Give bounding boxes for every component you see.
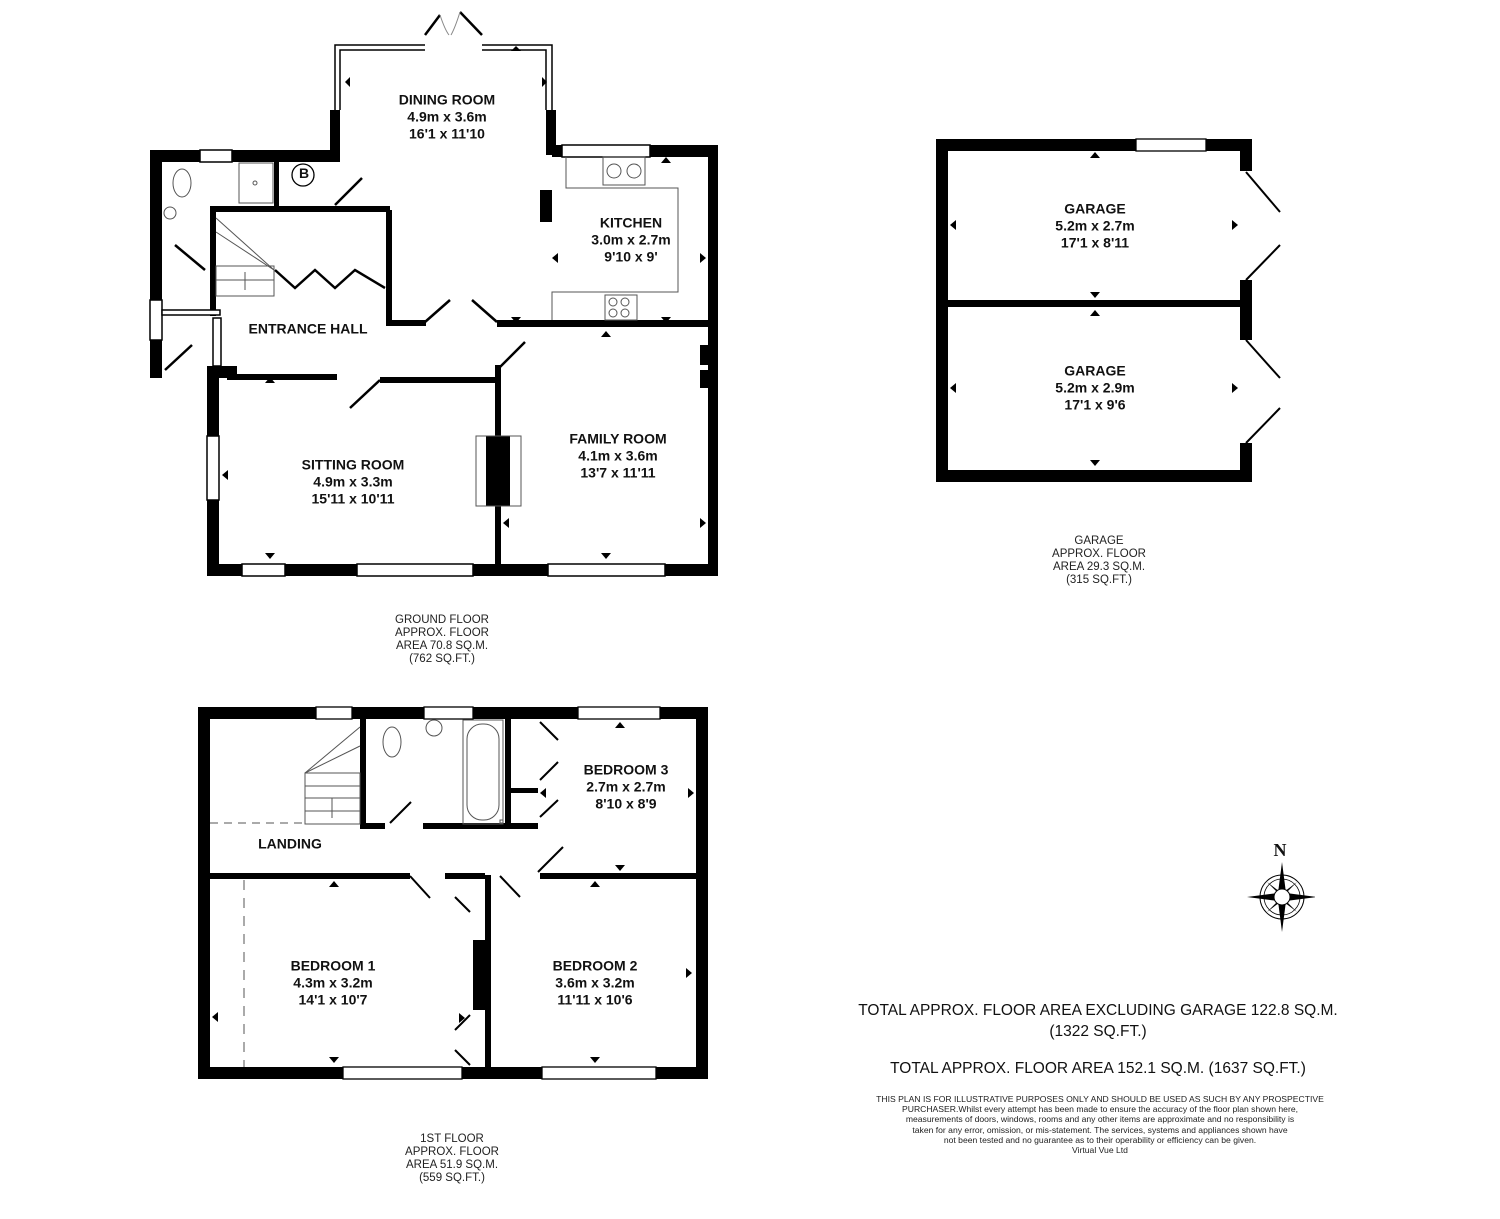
garage-doors bbox=[1135, 138, 1281, 444]
room-metric: 5.2m x 2.7m bbox=[1055, 217, 1135, 234]
room-name: DINING ROOM bbox=[398, 91, 496, 108]
room-metric: 3.0m x 2.7m bbox=[591, 231, 671, 248]
room-bedroom-2: BEDROOM 2 3.6m x 3.2m 11'11 x 10'6 bbox=[553, 958, 638, 1009]
boiler-symbol: B bbox=[298, 165, 310, 181]
room-metric: 4.3m x 3.2m bbox=[293, 974, 373, 991]
room-bedroom-1: BEDROOM 1 4.3m x 3.2m 14'1 x 10'7 bbox=[291, 958, 376, 1009]
room-name: BEDROOM 3 bbox=[583, 761, 669, 778]
room-family-room: FAMILY ROOM 4.1m x 3.6m 13'7 x 11'11 bbox=[569, 431, 666, 482]
garage-caption: GARAGE APPROX. FLOOR AREA 29.3 SQ.M. (31… bbox=[1052, 535, 1146, 586]
room-garage-1: GARAGE 5.2m x 2.7m 17'1 x 8'11 bbox=[1055, 201, 1134, 252]
first-floor-windows-doors bbox=[315, 706, 661, 1080]
total-area-excluding-garage: TOTAL APPROX. FLOOR AREA EXCLUDING GARAG… bbox=[858, 1002, 1338, 1040]
room-imperial: 13'7 x 11'11 bbox=[580, 464, 656, 481]
room-name: BEDROOM 1 bbox=[290, 957, 376, 974]
room-sitting-room: SITTING ROOM 4.9m x 3.3m 15'11 x 10'11 bbox=[302, 457, 405, 508]
compass-star-icon bbox=[1247, 862, 1315, 932]
dimension-markers bbox=[212, 46, 1238, 1063]
disclaimer-text: THIS PLAN IS FOR ILLUSTRATIVE PURPOSES O… bbox=[876, 1094, 1324, 1156]
ground-floor-walls bbox=[150, 110, 718, 576]
room-name: BEDROOM 2 bbox=[552, 957, 638, 974]
room-dining-room: DINING ROOM 4.9m x 3.6m 16'1 x 11'10 bbox=[399, 92, 495, 143]
room-name: KITCHEN bbox=[599, 214, 663, 231]
room-name: LANDING bbox=[258, 835, 322, 852]
compass-rose-icon: N bbox=[1245, 840, 1315, 936]
room-name: GARAGE bbox=[1064, 200, 1126, 217]
room-kitchen: KITCHEN 3.0m x 2.7m 9'10 x 9' bbox=[591, 215, 670, 266]
room-imperial: 15'11 x 10'11 bbox=[311, 490, 395, 507]
room-garage-2: GARAGE 5.2m x 2.9m 17'1 x 9'6 bbox=[1055, 363, 1134, 414]
room-name: SITTING ROOM bbox=[301, 456, 405, 473]
room-metric: 4.1m x 3.6m bbox=[578, 447, 658, 464]
garage-walls bbox=[936, 139, 1252, 482]
room-imperial: 17'1 x 9'6 bbox=[1064, 396, 1126, 413]
room-metric: 3.6m x 3.2m bbox=[555, 974, 635, 991]
room-name: GARAGE bbox=[1064, 362, 1126, 379]
room-entrance-hall: ENTRANCE HALL bbox=[249, 321, 368, 338]
room-imperial: 9'10 x 9' bbox=[604, 248, 658, 265]
ground-floor-caption: GROUND FLOOR APPROX. FLOOR AREA 70.8 SQ.… bbox=[395, 614, 489, 665]
room-metric: 5.2m x 2.9m bbox=[1055, 379, 1135, 396]
room-bedroom-3: BEDROOM 3 2.7m x 2.7m 8'10 x 8'9 bbox=[584, 762, 669, 813]
room-landing: LANDING bbox=[258, 836, 322, 853]
room-metric: 4.9m x 3.3m bbox=[313, 473, 393, 490]
ground-floor-windows-doors bbox=[149, 11, 666, 577]
room-imperial: 14'1 x 10'7 bbox=[298, 991, 368, 1008]
first-floor-walls bbox=[198, 707, 708, 1079]
compass-north-label: N bbox=[1273, 840, 1287, 860]
total-area: TOTAL APPROX. FLOOR AREA 152.1 SQ.M. (16… bbox=[890, 1060, 1306, 1077]
room-imperial: 8'10 x 8'9 bbox=[595, 795, 657, 812]
room-metric: 4.9m x 3.6m bbox=[407, 108, 487, 125]
room-metric: 2.7m x 2.7m bbox=[586, 778, 666, 795]
room-imperial: 11'11 x 10'6 bbox=[557, 991, 633, 1008]
first-floor-fixtures bbox=[210, 719, 504, 1067]
room-imperial: 17'1 x 8'11 bbox=[1060, 234, 1130, 251]
room-name: ENTRANCE HALL bbox=[248, 320, 368, 337]
room-name: FAMILY ROOM bbox=[569, 430, 667, 447]
ground-floor-fixtures bbox=[163, 156, 679, 507]
room-imperial: 16'1 x 11'10 bbox=[409, 125, 485, 142]
first-floor-caption: 1ST FLOOR APPROX. FLOOR AREA 51.9 SQ.M. … bbox=[405, 1133, 499, 1184]
